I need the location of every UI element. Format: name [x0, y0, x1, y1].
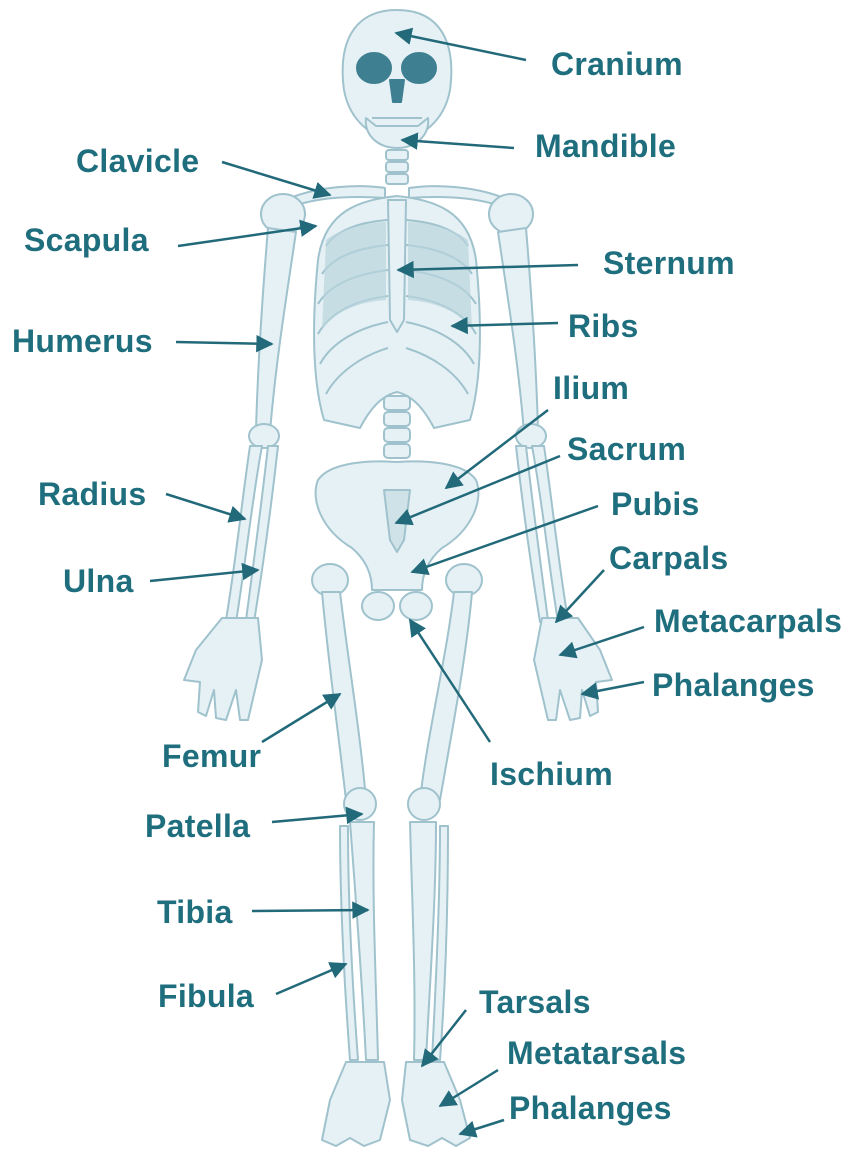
label-patella: Patella: [145, 810, 250, 842]
eye-socket-left: [357, 53, 391, 83]
label-ulna: Ulna: [63, 565, 134, 597]
label-metatarsals: Metatarsals: [507, 1037, 686, 1069]
label-carpals: Carpals: [609, 542, 729, 574]
femur-left: [322, 592, 366, 800]
foot-right: [402, 1062, 470, 1146]
label-sternum: Sternum: [603, 247, 735, 279]
patella-right: [408, 788, 440, 820]
label-pubis: Pubis: [611, 488, 700, 520]
label-clavicle: Clavicle: [76, 145, 199, 177]
label-ischium: Ischium: [490, 758, 613, 790]
sternum-bone: [388, 200, 406, 332]
hand-right: [534, 618, 612, 720]
hand-left: [184, 618, 262, 720]
label-fibula: Fibula: [158, 980, 254, 1012]
label-cranium: Cranium: [551, 48, 683, 80]
humerus-left: [256, 228, 296, 432]
label-tibia: Tibia: [157, 896, 233, 928]
femur-right: [420, 592, 472, 800]
label-femur: Femur: [162, 740, 261, 772]
tibia-right: [410, 822, 436, 1060]
label-sacrum: Sacrum: [567, 433, 686, 465]
label-radius: Radius: [38, 478, 147, 510]
label-ribs: Ribs: [568, 310, 639, 342]
nasal-cavity: [390, 80, 404, 102]
label-ilium: Ilium: [553, 372, 629, 404]
humerus-right: [498, 228, 538, 432]
label-humerus: Humerus: [12, 325, 153, 357]
label-tarsals: Tarsals: [479, 986, 591, 1018]
foot-left: [322, 1062, 390, 1146]
label-phalanges-foot: Phalanges: [509, 1092, 672, 1124]
label-phalanges-hand: Phalanges: [652, 669, 815, 701]
eye-socket-right: [402, 53, 436, 83]
label-mandible: Mandible: [535, 130, 676, 162]
label-metacarpals: Metacarpals: [654, 605, 842, 637]
label-scapula: Scapula: [24, 224, 149, 256]
